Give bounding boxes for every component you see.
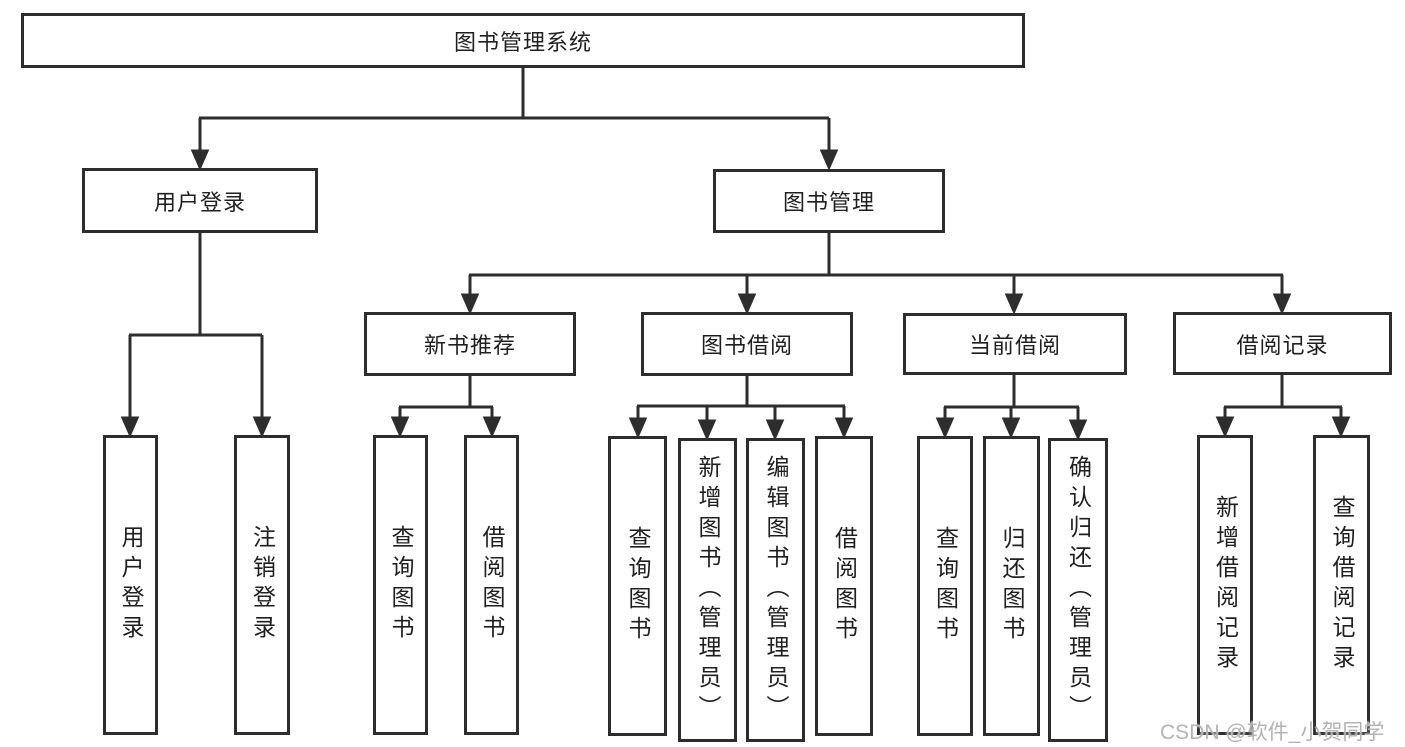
leaf-query-books-recommend: 查询图书	[373, 435, 428, 735]
leaf-query-books-current: 查询图书	[917, 436, 973, 736]
node-current-borrow: 当前借阅	[903, 313, 1127, 375]
csdn-watermark: CSDN @软件_小贺同学	[1160, 721, 1385, 744]
node-book-mgmt-label: 图书管理	[782, 190, 875, 215]
edge-current-borrow-children	[935, 375, 1088, 441]
node-new-books-label: 新书推荐	[423, 333, 516, 358]
leaf-return-books: 归还图书	[983, 436, 1040, 736]
leaf-logout-label: 注销登录	[249, 525, 276, 645]
leaf-logout: 注销登录	[234, 435, 290, 735]
leaf-edit-books-admin: 编辑图书（管理员）	[746, 438, 805, 742]
edge-root-to-level1	[190, 68, 839, 171]
edge-new-books-children	[390, 376, 502, 438]
node-current-borrow-label: 当前借阅	[968, 333, 1061, 358]
leaf-borrow-books: 借阅图书	[815, 436, 873, 736]
node-root-label: 图书管理系统	[453, 29, 592, 55]
leaf-borrow-books-label: 借阅图书	[831, 526, 858, 646]
node-book-mgmt: 图书管理	[713, 169, 945, 233]
node-borrow-records: 借阅记录	[1173, 312, 1392, 375]
leaf-return-books-label: 归还图书	[999, 526, 1025, 646]
leaf-borrow-books-recommend: 借阅图书	[464, 435, 519, 735]
leaf-query-books-borrow-label: 查询图书	[625, 526, 651, 646]
leaf-query-borrow-record: 查询借阅记录	[1313, 435, 1370, 735]
node-book-borrow-label: 图书借阅	[700, 333, 793, 358]
edge-user-login-children	[120, 233, 272, 438]
leaf-confirm-return-admin-label: 确认归还（管理员）	[1065, 455, 1092, 725]
leaf-add-books-admin-label: 新增图书（管理员）	[695, 455, 721, 725]
node-book-borrow: 图书借阅	[641, 312, 853, 376]
leaf-user-login-label: 用户登录	[118, 525, 144, 645]
leaf-add-books-admin: 新增图书（管理员）	[678, 438, 737, 742]
leaf-confirm-return-admin: 确认归还（管理员）	[1048, 438, 1108, 742]
leaf-add-borrow-record-label: 新增借阅记录	[1212, 495, 1239, 675]
node-new-books: 新书推荐	[364, 312, 576, 376]
node-user-login-label: 用户登录	[153, 189, 246, 215]
leaf-borrow-books-recommend-label: 借阅图书	[479, 525, 505, 645]
leaf-query-books-recommend-label: 查询图书	[388, 525, 414, 645]
node-user-login: 用户登录	[82, 168, 318, 233]
leaf-add-borrow-record: 新增借阅记录	[1197, 435, 1253, 735]
leaf-query-books-current-label: 查询图书	[932, 526, 959, 646]
node-root-system: 图书管理系统	[21, 13, 1025, 68]
node-borrow-records-label: 借阅记录	[1236, 332, 1329, 358]
leaf-query-books-borrow: 查询图书	[608, 436, 667, 736]
edge-book-mgmt-children	[460, 233, 1292, 315]
leaf-user-login: 用户登录	[103, 435, 158, 735]
edge-book-borrow-children	[628, 376, 854, 441]
edge-borrow-records-children	[1215, 375, 1351, 438]
leaf-edit-books-admin-label: 编辑图书（管理员）	[763, 455, 789, 725]
leaf-query-borrow-record-label: 查询借阅记录	[1329, 495, 1355, 675]
